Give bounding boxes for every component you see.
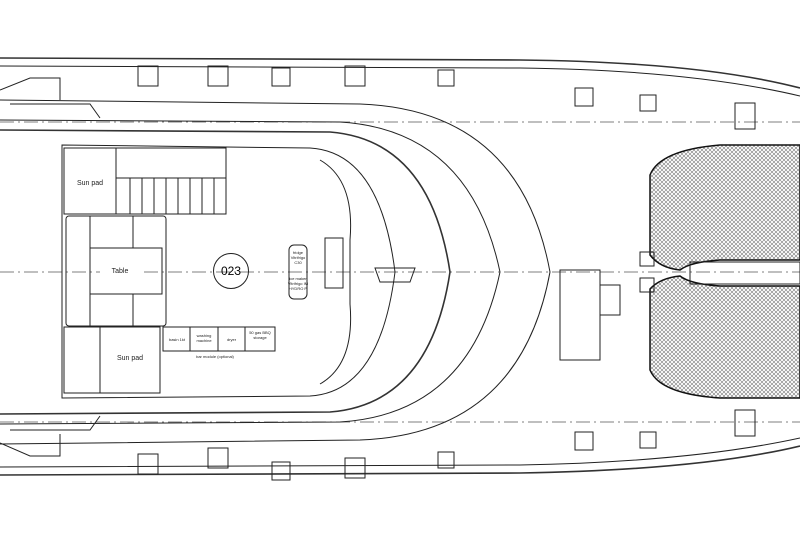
- stair-opening: [115, 147, 227, 179]
- deck-edge: [0, 65, 800, 97]
- table-label: Table: [100, 268, 140, 275]
- flybridge: [61, 144, 396, 399]
- windscreen: [319, 159, 352, 385]
- stairs: [115, 177, 227, 215]
- sun-pad-bottom-label: Sun pad: [116, 355, 144, 362]
- ice-maker-label: ice maker Vitrifrigo IM HYDRO P: [287, 276, 309, 291]
- bbq-label: 50 gas BBQ storage: [249, 330, 271, 340]
- hull-outline: [0, 445, 800, 476]
- sun-pad-top-label: Sun pad: [76, 180, 104, 187]
- aft-step: [10, 415, 101, 431]
- stair-treads: [129, 178, 215, 214]
- washing-machine-label: washing machine: [196, 333, 212, 343]
- fridge-unit: [288, 244, 308, 300]
- settee: [65, 215, 167, 327]
- deck-edge: [0, 437, 800, 468]
- crossbeam: [689, 261, 800, 285]
- sun-pad-top: [63, 147, 117, 215]
- hull-outline: [0, 57, 800, 89]
- coachroof: [0, 99, 551, 445]
- cabin-roof: [0, 129, 451, 415]
- hatch: [374, 267, 416, 283]
- aft-step: [0, 77, 61, 100]
- dryer-label: dryer: [226, 337, 237, 342]
- windlass: [639, 251, 655, 267]
- bar-module-label: bar module (optional): [196, 354, 234, 359]
- aft-step: [10, 103, 101, 119]
- cabin-roof-inner: [0, 119, 501, 425]
- trampoline-net: [649, 144, 800, 271]
- deck-number-badge: 023: [213, 253, 249, 289]
- side-locker: [559, 269, 601, 361]
- side-locker: [599, 284, 621, 316]
- helm-console: [324, 237, 344, 289]
- basin-label: basin 1kt: [168, 337, 185, 342]
- bar-module: [162, 326, 276, 352]
- aft-step: [0, 434, 61, 457]
- trampoline-net: [649, 275, 800, 399]
- fridge-label: fridge Vitrifrigo C30: [290, 250, 306, 265]
- sun-pad-left: [63, 326, 101, 394]
- windlass: [639, 277, 655, 293]
- deck-hatches: [137, 65, 756, 481]
